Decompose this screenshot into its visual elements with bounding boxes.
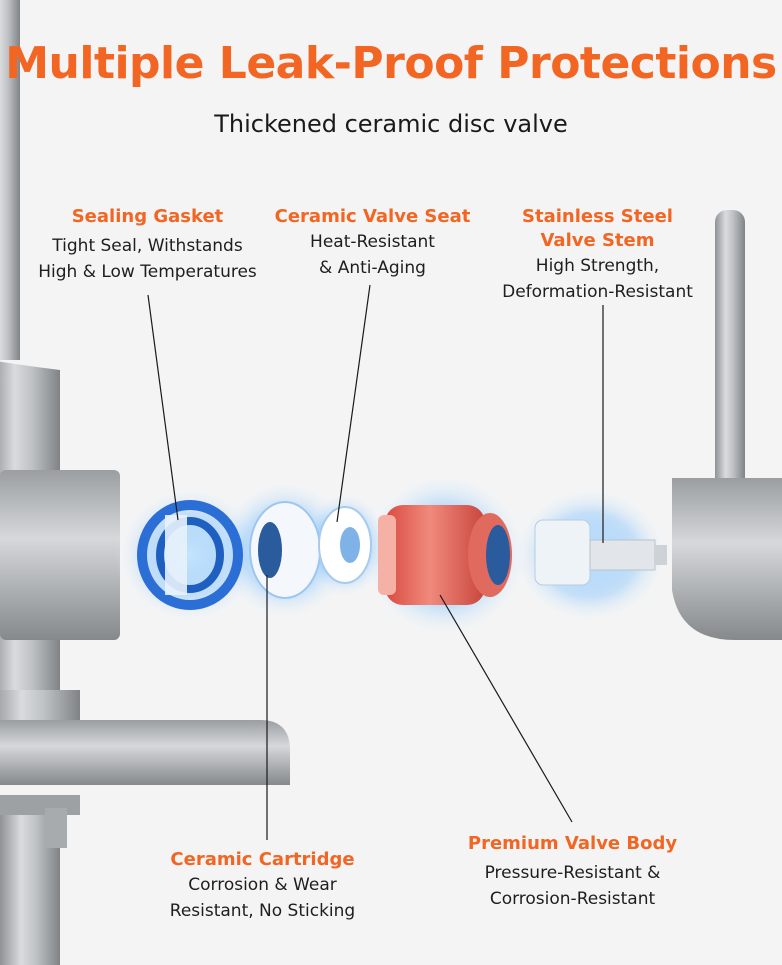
- page-subtitle: Thickened ceramic disc valve: [214, 110, 568, 138]
- cartridge-components: [115, 470, 670, 640]
- sealing-gasket-part: [137, 500, 243, 610]
- faucet-left-body: [0, 0, 290, 965]
- callout-title-line1: Stainless Steel: [522, 206, 673, 227]
- premium-valve-body-part: [378, 505, 512, 605]
- callout-desc-line1: High Strength,: [535, 256, 660, 276]
- callout-title: Ceramic Valve Seat: [274, 206, 471, 227]
- faucet-right-body: [672, 210, 782, 640]
- callout-sealing-gasket: Sealing Gasket Tight Seal, Withstands Hi…: [20, 205, 275, 285]
- callout-desc-line1: Corrosion & Wear: [188, 875, 337, 895]
- ceramic-valve-seat-part: [318, 506, 372, 584]
- callout-premium-valve-body: Premium Valve Body Pressure-Resistant & …: [460, 832, 685, 912]
- leader-ceramic-valve-seat: [336, 284, 371, 523]
- callout-title: Premium Valve Body: [467, 833, 678, 854]
- leader-lines: [147, 284, 604, 840]
- callout-title: Sealing Gasket: [71, 206, 224, 227]
- callout-desc-line2: High & Low Temperatures: [38, 262, 257, 282]
- callout-desc-line1: Pressure-Resistant &: [484, 863, 661, 883]
- callout-desc-line2: Resistant, No Sticking: [169, 901, 356, 921]
- valve-stem-part: [534, 519, 667, 586]
- callout-ceramic-cartridge: Ceramic Cartridge Corrosion & Wear Resis…: [150, 848, 375, 924]
- callout-ceramic-valve-seat: Ceramic Valve Seat Heat-Resistant & Anti…: [265, 205, 480, 281]
- callout-desc-line1: Tight Seal, Withstands: [52, 236, 243, 256]
- callout-desc-line2: & Anti-Aging: [319, 258, 426, 278]
- callout-valve-stem: Stainless Steel Valve Stem High Strength…: [485, 205, 710, 305]
- callout-desc-line1: Heat-Resistant: [310, 232, 435, 252]
- callout-desc-line2: Corrosion-Resistant: [489, 889, 656, 909]
- callout-desc-line2: Deformation-Resistant: [502, 282, 693, 302]
- callout-title-line2: Valve Stem: [540, 230, 655, 251]
- leader-sealing-gasket: [147, 294, 179, 521]
- callout-title: Ceramic Cartridge: [170, 849, 355, 870]
- leader-premium-valve-body: [439, 594, 573, 823]
- ceramic-cartridge-part: [249, 501, 321, 599]
- page-title: Multiple Leak-Proof Protections: [5, 38, 777, 89]
